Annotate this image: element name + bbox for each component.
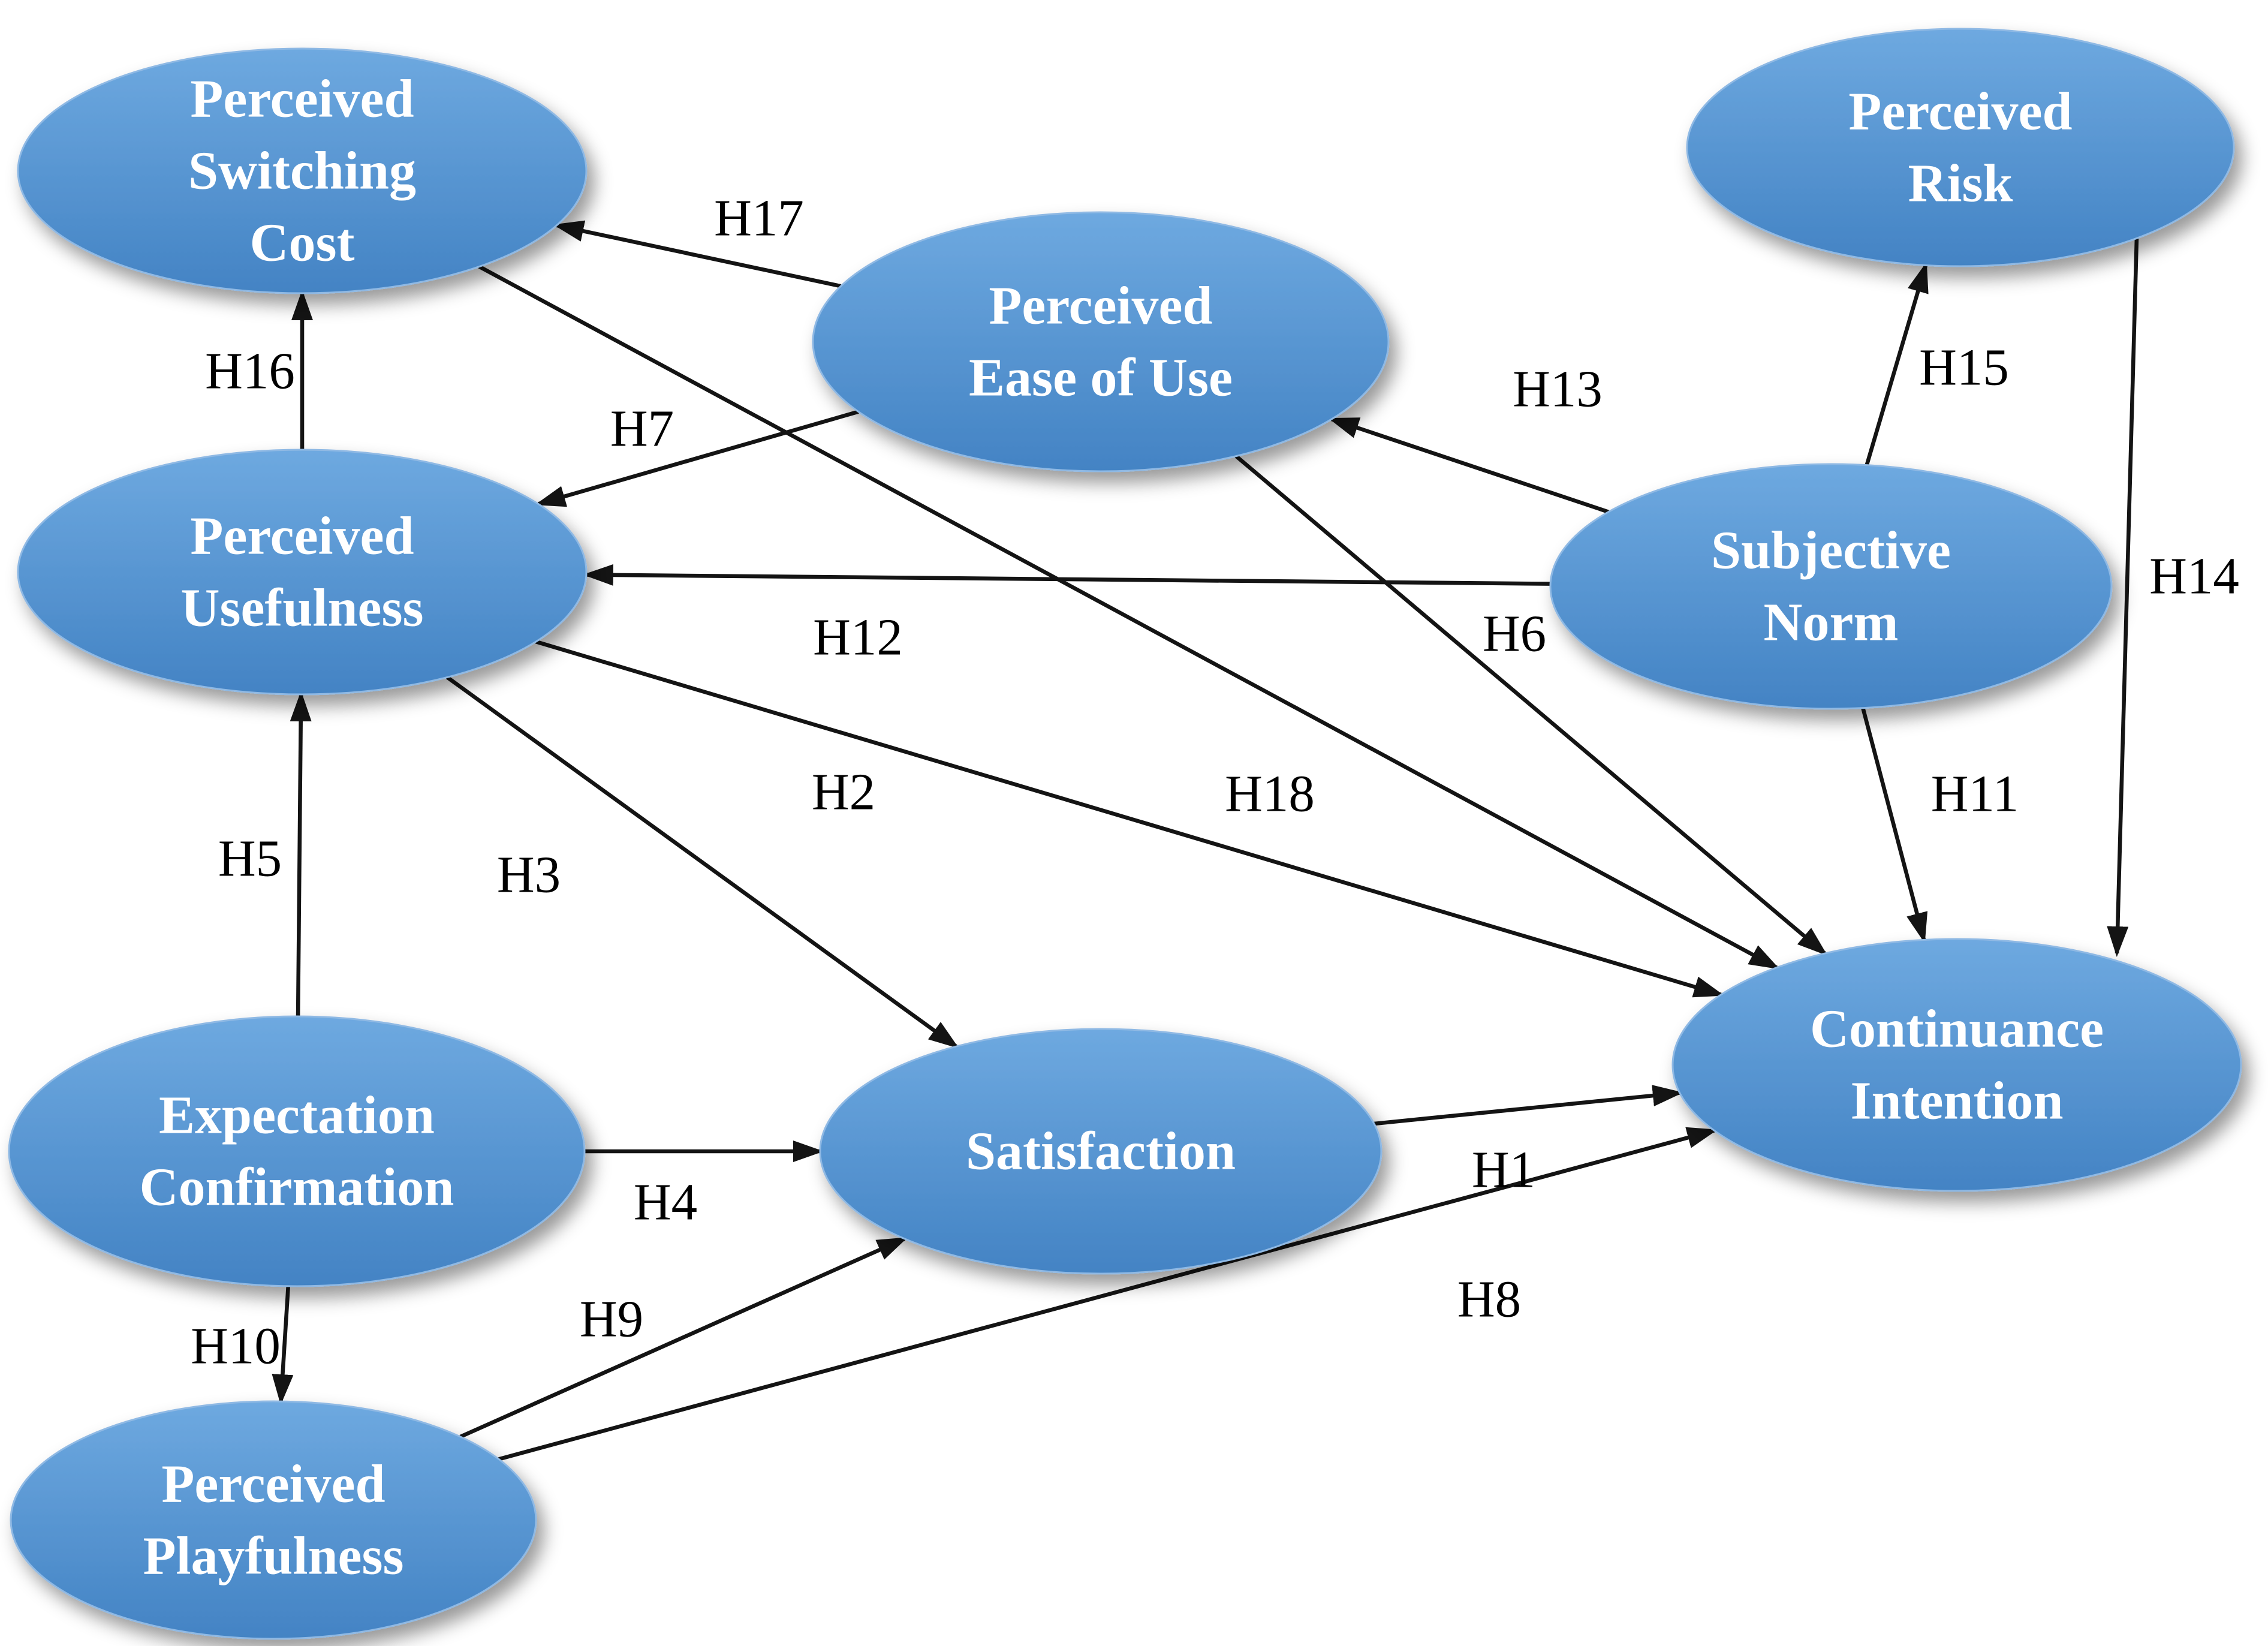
edge-arrow-h7 (535, 410, 859, 507)
edge-label-h6: H6 (1483, 604, 1546, 663)
edge-label-h15: H15 (1919, 338, 2009, 396)
edge-arrow-h6 (1234, 455, 1828, 956)
edge-arrow-h9 (459, 1236, 908, 1439)
edge-label-h9: H9 (580, 1290, 643, 1348)
node-ellipse-satisfaction (819, 1028, 1383, 1275)
edge-arrow-h15 (1865, 261, 1929, 466)
edge-label-h2: H2 (812, 763, 875, 821)
edge-label-h12: H12 (813, 608, 903, 666)
node-label-satisfaction: Satisfaction (966, 1122, 1236, 1181)
edge-arrow-h17 (553, 220, 842, 288)
edge-label-h11: H11 (1931, 765, 2019, 823)
node-ellipse-continuance-intention (1671, 938, 2242, 1192)
edge-label-h3: H3 (497, 845, 561, 904)
edge-label-h14: H14 (2149, 547, 2239, 605)
edge-arrow-h5 (290, 690, 312, 1017)
edge-arrow-h10 (272, 1286, 294, 1406)
node-ellipse-expectation-confirmation (8, 1015, 586, 1287)
node-ellipse-perceived-usefulness (17, 449, 588, 696)
edge-arrow-h2 (535, 639, 1725, 998)
edge-label-h10: H10 (191, 1317, 281, 1375)
edges-layer (272, 220, 2139, 1461)
edge-labels-layer: H1H2H3H4H5H6H7H8H9H10H11H12H13H14H15H16H… (191, 189, 2239, 1375)
edge-arrow-h1 (1374, 1085, 1683, 1126)
edge-arrow-h13 (1328, 417, 1609, 514)
edge-label-h8: H8 (1457, 1270, 1521, 1328)
edge-label-h18: H18 (1225, 765, 1315, 823)
node-ellipse-perceived-switching-cost (17, 47, 588, 294)
edge-label-h17: H17 (714, 189, 804, 247)
node-ellipse-subjective-norm (1549, 463, 2113, 710)
edge-arrow-h11 (1861, 707, 1928, 944)
node-ellipse-perceived-risk (1686, 28, 2235, 267)
edge-label-h7: H7 (610, 399, 674, 458)
edge-label-h4: H4 (634, 1173, 697, 1231)
node-satisfaction: Satisfaction (819, 1028, 1383, 1275)
edge-arrow-h12 (582, 564, 1551, 586)
edge-label-h13: H13 (1513, 360, 1603, 418)
edge-arrow-h18 (478, 264, 1780, 970)
edge-label-h5: H5 (218, 829, 282, 887)
edge-label-h1: H1 (1472, 1141, 1535, 1199)
edge-label-h16: H16 (205, 342, 295, 400)
node-ellipse-perceived-ease-of-use (812, 211, 1390, 473)
edge-arrow-h14 (2107, 237, 2139, 957)
node-ellipse-perceived-playfulness (10, 1400, 537, 1640)
edge-arrow-h3 (445, 675, 959, 1049)
edge-arrow-h8 (498, 1127, 1718, 1461)
